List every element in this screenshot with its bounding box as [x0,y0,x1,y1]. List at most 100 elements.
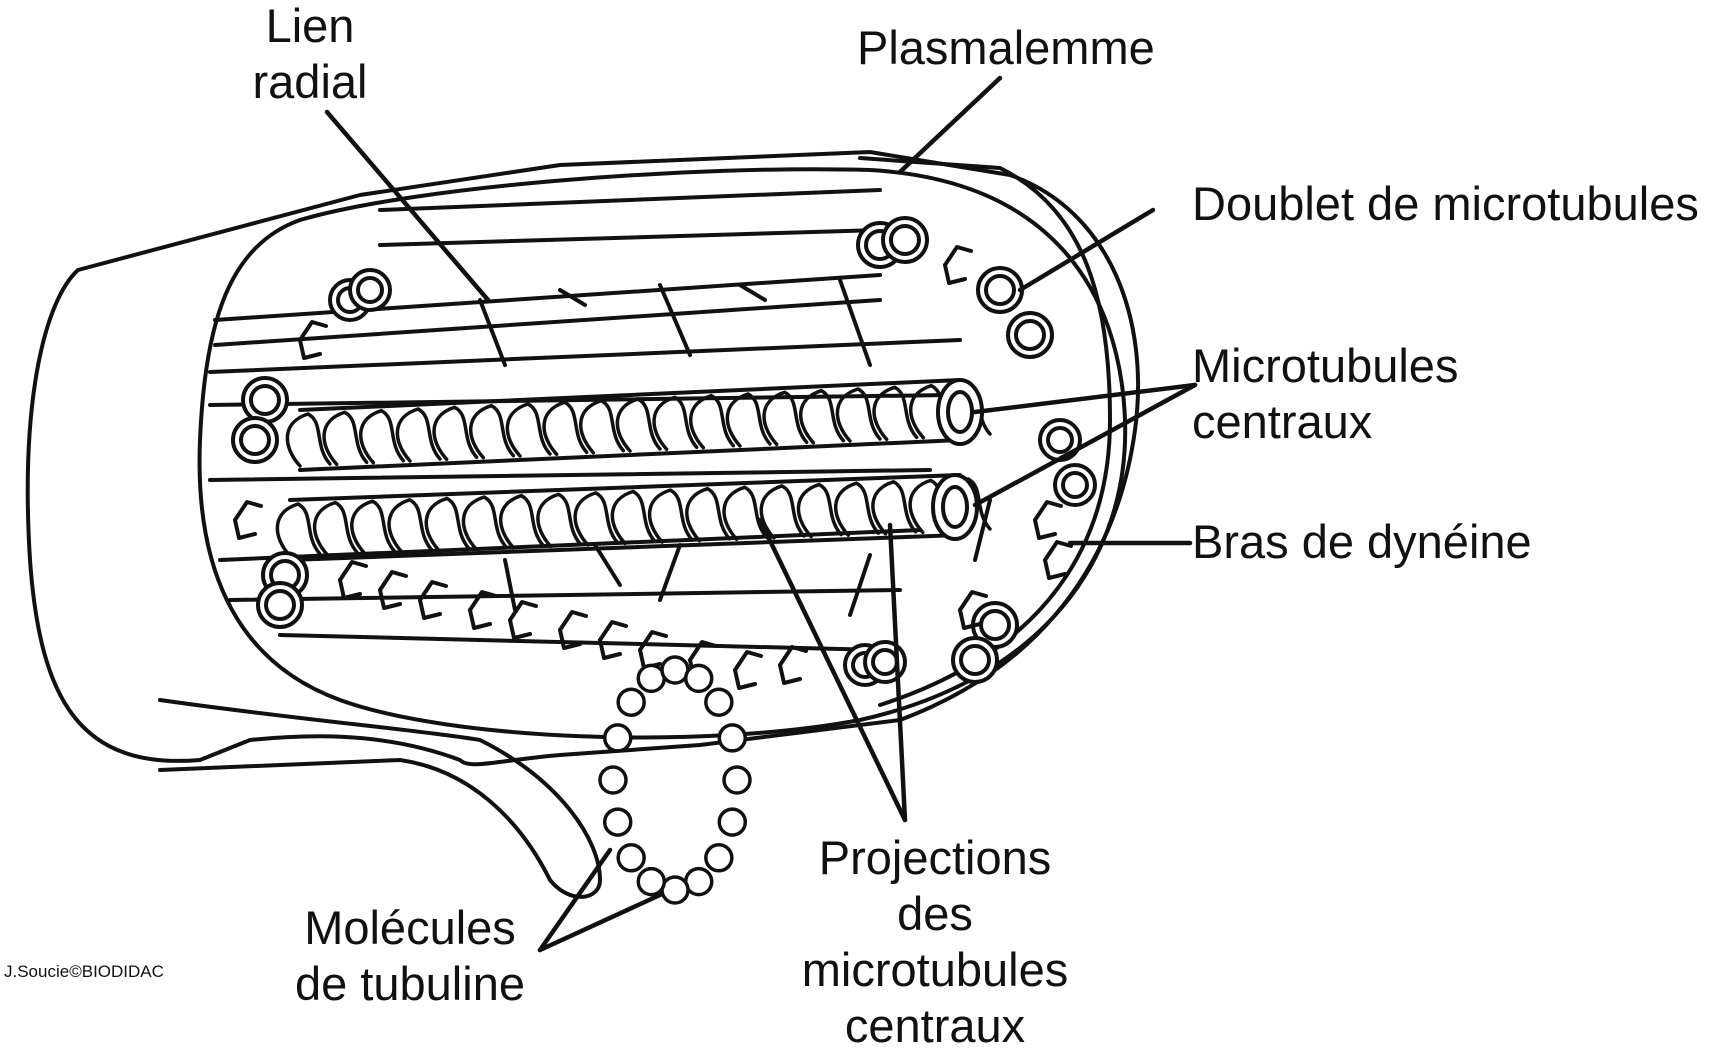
tubulin-molecule [616,843,646,873]
central-tube-end-upper-inner [946,390,974,434]
projection-loop [536,492,583,549]
longitudinal-line [208,338,962,374]
dynein-arm [378,570,408,610]
dynein-arm [468,590,498,630]
projection-loop [542,400,589,457]
projection-loop [647,488,694,544]
leader-projection-2 [887,522,908,823]
label-plasmalemma: Plasmalemme [857,21,1155,74]
projection-loop [387,497,434,554]
projection-loop [615,397,662,453]
projection-loop [432,405,479,462]
doublet-inner-circle [1046,426,1074,454]
tubulin-molecule [602,807,633,837]
dynein-arm [298,320,328,360]
label-tubulin: Molécules de tubuline [295,901,525,1010]
dynein-arm [338,560,368,600]
leader-radial-link [324,109,491,303]
projection-loop [610,489,657,546]
dynein-arm [1033,500,1063,540]
projection-loop [461,495,508,551]
credit: J.Soucie©BIODIDAC [4,962,164,981]
longitudinal-line [218,528,922,562]
tubulin-molecule [683,663,714,694]
label-radial-link: Lien radial [252,0,368,108]
projection-loop [498,493,546,550]
doublet-inner-circle [871,648,899,676]
projection-loop [759,484,806,540]
doublet-inner-circle [959,644,991,676]
leader-plasmalemma [897,75,1003,175]
tubulin-molecule [717,723,748,753]
tubulin-molecule [717,807,748,837]
dynein-arm [638,630,668,670]
projection-loop [468,403,516,460]
dynein-arm [778,645,808,685]
leader-central-2 [972,382,1198,508]
leader-doublet [1017,207,1156,293]
projection-loop [833,481,881,537]
radial-spoke [478,298,507,367]
projection-loop [573,491,620,547]
projection-loop [424,496,471,553]
inner-cut-edge [197,167,1128,740]
label-central-microtubules: Microtubules centraux [1192,339,1459,448]
leader-tubulin-1 [537,847,613,953]
dynein-arm [558,610,588,650]
doublet-inner-circle [1014,319,1046,351]
longitudinal-line [213,273,882,322]
tubulin-molecule [602,723,633,753]
doublet-inner-circle [264,589,296,621]
projection-loop [275,502,322,558]
projection-loop [872,385,919,442]
tubulin-molecule [704,843,734,873]
projection-loop [688,393,736,450]
radial-spoke [658,543,682,602]
leader-tubulin-2 [537,892,663,953]
projection-loop [835,387,882,443]
longitudinal-line [228,588,902,602]
projection-loop [796,482,843,539]
projection-loop [285,412,332,468]
projection-loop [798,388,846,445]
dynein-arm [598,620,628,660]
radial-spoke [658,283,692,357]
projection-loop [395,407,442,463]
leader-projection-1 [757,517,908,823]
lower-lobe [158,698,602,899]
radial-spoke [973,498,992,562]
dynein-arm [508,600,538,640]
doublet-inner-circle [889,224,921,256]
tubulin-molecule [722,765,752,795]
tubulin-molecule [704,687,734,717]
projection-loop [350,499,397,555]
doublet-inner-circle [356,276,384,304]
projection-loop [578,398,626,455]
longitudinal-line [213,298,882,347]
dynein-arm [958,590,988,630]
projection-loop [312,500,359,557]
dynein-arm [233,500,263,540]
radial-spoke [503,558,517,612]
radial-spoke [848,553,872,617]
projection-loop [652,395,699,452]
doublet-inner-circle [1061,471,1089,499]
projection-loop [505,402,552,458]
doublet-inner-circle [979,609,1011,641]
central-tube-end-lower-inner [941,485,969,529]
radial-spoke [593,543,622,587]
projection-loop [871,479,918,536]
longitudinal-line [208,468,932,482]
tubulin-molecule [598,765,628,795]
projection-loop [322,410,369,467]
dynein-arm [1043,540,1073,580]
dynein-arm [733,650,763,690]
top-doublet-tube [378,188,882,247]
outer-membrane [25,150,1140,767]
projection-loop [762,390,809,447]
label-dynein-arm: Bras de dynéine [1192,515,1532,568]
doublet-inner-circle [239,424,271,456]
doublet-inner-circle [984,274,1016,306]
doublet-inner-circle [249,384,281,416]
tubulin-molecule [636,866,667,897]
